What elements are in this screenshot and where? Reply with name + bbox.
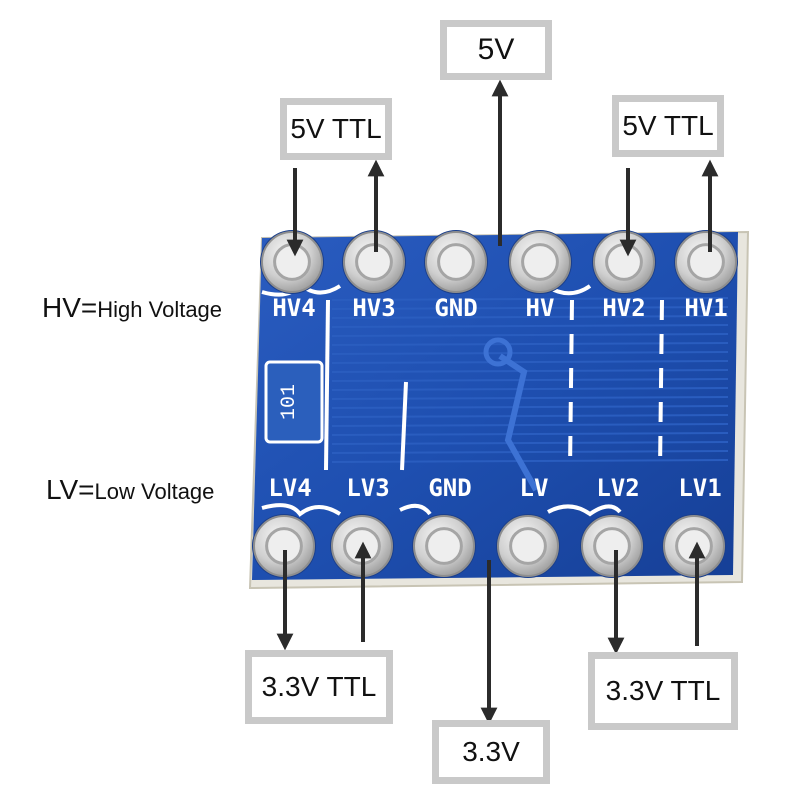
lv-pad-lv (496, 514, 560, 578)
arrows (276, 79, 719, 725)
pad-hole (273, 243, 311, 281)
trace-line (331, 459, 729, 463)
lv-pad-lv4 (252, 514, 316, 578)
pad-hole (593, 527, 631, 565)
pin-label-lv: LV (520, 474, 549, 502)
trace-line (331, 360, 729, 364)
callout-top-left-text: 5V TTL (290, 113, 382, 144)
pad-hole (521, 243, 559, 281)
hv-pad-hv3 (342, 230, 406, 294)
trace-line (331, 432, 729, 436)
callout-bottom-center: 3.3V (432, 720, 550, 784)
resistor-chip (264, 360, 324, 444)
hv-pad-gnd-2 (424, 230, 488, 294)
callout-top-right-text: 5V TTL (622, 110, 714, 141)
pin-label-hv3: HV3 (352, 294, 395, 322)
hv-pad-hv4 (260, 230, 324, 294)
pin-label-hv2: HV2 (602, 294, 645, 322)
pin-label-hv4: HV4 (272, 294, 315, 322)
callout-top-right: 5V TTL (612, 95, 724, 157)
lv-pin-labels: LV4 LV3 GND LV LV2 LV1 (268, 474, 721, 502)
callout-top-left: 5V TTL (280, 98, 392, 160)
legend-lv: LV=Low Voltage (46, 476, 214, 504)
pad-hole (675, 527, 713, 565)
legend-lv-abbr: LV (46, 474, 79, 505)
hv-pad-hv1 (674, 230, 738, 294)
center-via (483, 337, 513, 367)
trace-line (331, 396, 729, 400)
hv-pin-pads (260, 230, 738, 294)
trace-line (331, 324, 729, 328)
resistor-marking: 101 (278, 384, 301, 420)
legend-lv-eq: = (78, 474, 95, 505)
hv-pad-hv (508, 230, 572, 294)
legend-hv-eq: = (80, 292, 98, 323)
pin-label-lv1: LV1 (678, 474, 721, 502)
hv-pad-hv2 (592, 230, 656, 294)
lv-pad-gnd-2 (412, 514, 476, 578)
board-surface (252, 232, 738, 580)
callout-top-center-text: 5V (477, 33, 515, 66)
legend-hv-abbr: HV (42, 292, 81, 323)
callout-bottom-right-text: 3.3V TTL (605, 675, 721, 706)
pad-hole (437, 243, 475, 281)
pin-label-lv4: LV4 (268, 474, 311, 502)
callout-bottom-right: 3.3V TTL (588, 652, 738, 730)
lv-pin-pads (252, 514, 726, 578)
pin-label-lv2: LV2 (596, 474, 639, 502)
pin-label-lv3: LV3 (346, 474, 389, 502)
pin-label-gnd: GND (434, 294, 477, 322)
lv-pad-lv2 (580, 514, 644, 578)
legend-lv-text: Low Voltage (94, 479, 215, 504)
callout-top-center: 5V (440, 20, 552, 80)
center-trace (498, 353, 539, 492)
pad-hole (605, 243, 643, 281)
hv-pin-labels: HV4 HV3 GND HV HV2 HV1 (272, 294, 727, 322)
callout-bottom-left-text: 3.3V TTL (261, 671, 377, 702)
pad-hole (425, 527, 463, 565)
legend-hv-text: High Voltage (97, 297, 223, 322)
trace-line (331, 387, 729, 391)
pin-label-hv1: HV1 (684, 294, 727, 322)
trace-line (331, 297, 729, 301)
lv-pad-lv1 (662, 514, 726, 578)
silkscreen-lines (261, 280, 664, 517)
pin-label-hv: HV (526, 294, 555, 322)
trace-line (331, 423, 729, 427)
callout-bottom-left: 3.3V TTL (245, 650, 393, 724)
legend-hv: HV=High Voltage (42, 294, 222, 322)
pin-label-gnd: GND (428, 474, 471, 502)
callout-bottom-center-text: 3.3V (462, 736, 520, 767)
pad-hole (687, 243, 725, 281)
pad-hole (509, 527, 547, 565)
